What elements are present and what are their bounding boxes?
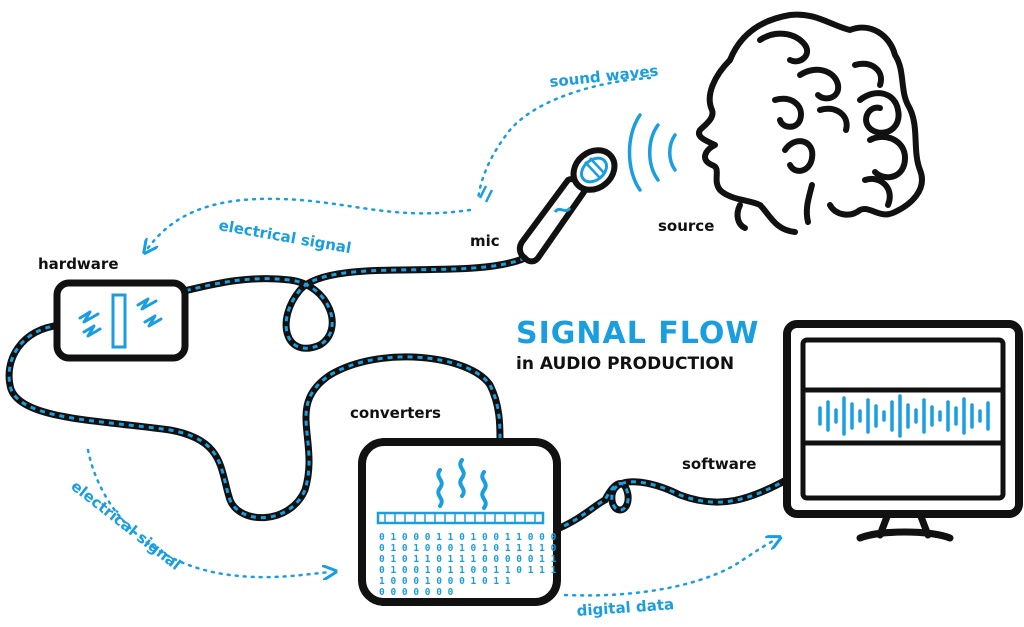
sound-waves-icon (627, 113, 677, 192)
binary-row: 1 0 0 0 1 0 0 0 1 0 1 1 (379, 576, 511, 587)
flow-arrow-electrical-bottom (86, 448, 330, 577)
flow-break-marks (478, 185, 494, 203)
converter-box-icon: 0 1 0 0 0 1 1 0 1 0 0 1 1 0 0 0 0 1 0 1 … (358, 438, 561, 606)
label-mic: mic (470, 232, 500, 250)
cable-hardware-to-converters (5, 321, 504, 522)
diagram-subtitle: in AUDIO PRODUCTION (516, 354, 734, 374)
label-sound-waves: sound waves (549, 62, 660, 91)
monitor-icon (783, 320, 1023, 542)
label-electrical-signal-top: electrical signal (217, 216, 352, 257)
label-software: software (682, 455, 756, 473)
binary-row: 0 1 0 1 0 0 0 1 0 1 0 1 1 1 1 0 (379, 543, 557, 554)
binary-row: 0 1 0 0 0 1 1 0 1 0 0 1 1 0 0 0 (379, 532, 557, 543)
label-converters: converters (350, 404, 441, 422)
binary-row: 0 0 0 0 0 0 0 (379, 587, 454, 598)
cable-converters-to-software (551, 474, 794, 534)
hardware-box-icon (53, 279, 189, 362)
flow-arrow-digital-data (563, 540, 775, 597)
microphone-icon (516, 147, 618, 265)
person-head-icon (696, 11, 925, 235)
flow-arrow-electrical-top (148, 197, 472, 248)
diagram-title: SIGNAL FLOW (516, 316, 759, 351)
label-source: source (658, 217, 714, 235)
label-electrical-signal-bottom: electrical signal (68, 477, 185, 574)
binary-row: 0 1 0 1 1 0 1 1 1 0 0 0 0 0 1 1 (379, 554, 557, 565)
cable-mic-to-hardware (176, 254, 529, 352)
waveform-icon (818, 394, 990, 438)
binary-row: 0 1 0 0 1 0 1 1 0 0 1 1 0 1 1 1 (379, 565, 557, 576)
label-digital-data: digital data (576, 595, 675, 620)
label-hardware: hardware (38, 255, 119, 273)
